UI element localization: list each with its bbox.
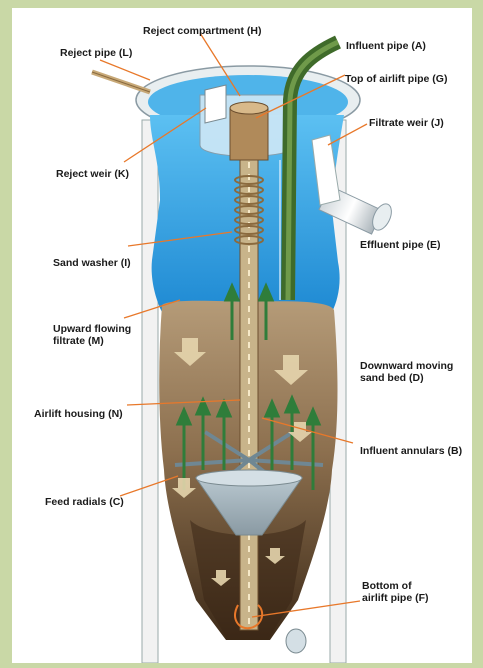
label-reject-weir: Reject weir (K) <box>56 168 129 180</box>
label-reject-compartment: Reject compartment (H) <box>143 25 261 37</box>
tank-wall-left <box>142 120 158 663</box>
label-influent-annulars: Influent annulars (B) <box>360 445 462 457</box>
reject-weir-plate <box>205 85 226 123</box>
label-downward-sand: Downward moving sand bed (D) <box>360 360 453 384</box>
label-airlift-housing: Airlift housing (N) <box>34 408 123 420</box>
label-reject-pipe: Reject pipe (L) <box>60 47 132 59</box>
label-bottom-airlift: Bottom of airlift pipe (F) <box>362 580 429 604</box>
label-upward-filtrate: Upward flowing filtrate (M) <box>53 323 131 347</box>
label-filtrate-weir: Filtrate weir (J) <box>369 117 444 129</box>
bottom-fitting <box>286 629 306 653</box>
label-sand-washer: Sand washer (I) <box>53 257 131 269</box>
label-effluent-pipe: Effluent pipe (E) <box>360 239 441 251</box>
label-top-of-airlift: Top of airlift pipe (G) <box>345 73 447 85</box>
label-feed-radials: Feed radials (C) <box>45 496 124 508</box>
airlift-top <box>230 108 268 160</box>
cone-top <box>196 470 302 486</box>
label-influent-pipe: Influent pipe (A) <box>346 40 426 52</box>
airlift-top-cap <box>230 102 268 114</box>
